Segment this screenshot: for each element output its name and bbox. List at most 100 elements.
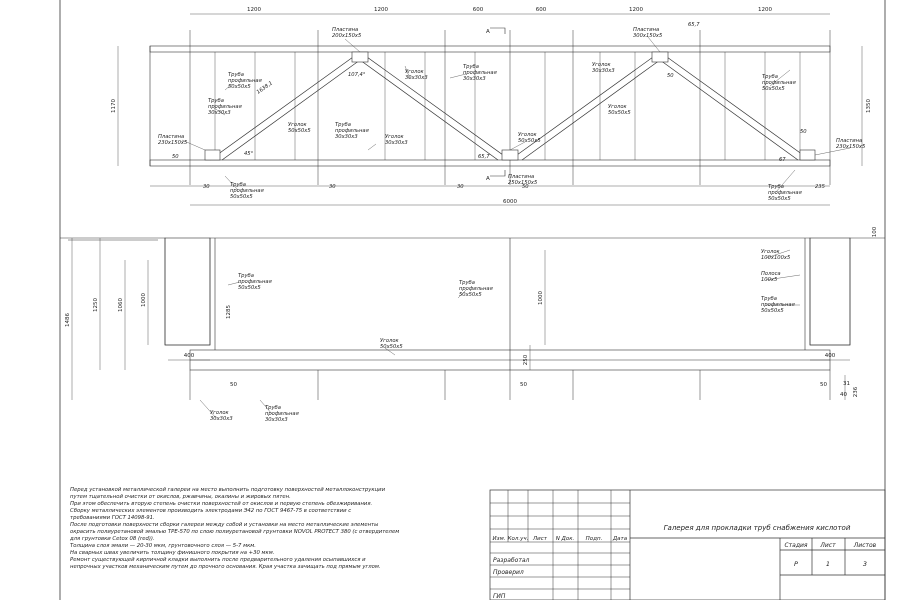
elev-text-400-right: 400 — [825, 353, 836, 359]
tb-stage-header: Стадия — [784, 542, 807, 549]
overall-dim: 6000 — [503, 199, 517, 205]
leader-line — [199, 399, 217, 419]
note-line: На сварных швах увеличить толщину финишн… — [70, 550, 275, 556]
callout-dim-30-a: 30 — [203, 184, 210, 190]
tb-role-razrabotal: Разработал — [493, 557, 530, 564]
tb-header-kolvo: Кол.уч. — [508, 536, 529, 542]
elev-text-1000: 1000 — [141, 293, 147, 307]
note-line: путем тщательной очистки от окислов, ржа… — [70, 494, 291, 500]
top-dim-4: 600 — [536, 7, 547, 13]
tb-sheets-header: Листов — [853, 542, 877, 549]
elev-text-1060: 1060 — [118, 298, 124, 312]
plan-view — [117, 13, 863, 206]
note-line: Толщина слоя эмали — 20-30 мкм, грунтово… — [70, 543, 256, 549]
leader-line — [259, 399, 273, 415]
tb-header-izm: Изм. — [493, 536, 506, 542]
plate-left — [204, 149, 221, 161]
tb-sheet-value: 1 — [826, 560, 830, 568]
elev-text-50c: 50 — [820, 382, 827, 388]
note-line: Перед установкой металлической галереи н… — [70, 487, 386, 493]
leader-line — [769, 69, 791, 87]
tb-sheets-value: 3 — [863, 560, 867, 568]
callout-dim-50-plate: 50 — [667, 73, 674, 79]
top-dim-2: 1200 — [374, 7, 388, 13]
leader-line — [449, 73, 467, 79]
leader-line — [765, 274, 801, 281]
leader-line — [457, 289, 467, 299]
tb-role-gip: ГИП — [493, 593, 506, 600]
top-dim-1: 1200 — [247, 7, 261, 13]
tb-role-proveril: Проверил — [493, 569, 524, 576]
elev-text-250: 250 — [523, 354, 529, 365]
section-arrow-bottom — [490, 170, 506, 177]
callout-angle-65r: 65,7 — [688, 22, 700, 28]
tb-header-podp: Подп. — [586, 536, 603, 542]
elev-text-236: 236 — [853, 386, 859, 397]
note-line: для грунтовки Cetox 08 (red)). — [70, 536, 155, 542]
callout-angle-45: 45° — [244, 151, 254, 157]
section-arrow-top — [490, 27, 506, 34]
height-right-dim: 1350 — [866, 99, 872, 113]
elev-text-400-left: 400 — [184, 353, 195, 359]
elev-text-100: 100 — [872, 226, 878, 237]
plate-top-left — [351, 51, 369, 63]
top-dim-3: 600 — [473, 7, 484, 13]
left-pit — [164, 237, 211, 346]
leader-line — [765, 249, 791, 259]
elevation-view — [60, 237, 885, 400]
section-mark-top: А — [486, 29, 490, 35]
right-pit — [809, 237, 851, 346]
note-line: После подготовки поверхности сборки гале… — [70, 522, 379, 528]
tb-sheet-header: Лист — [819, 542, 836, 549]
callout-dim-50-center: 50 — [522, 184, 529, 190]
plan-top-rail — [149, 45, 831, 53]
top-dim-5: 1200 — [629, 7, 643, 13]
leader-line — [814, 147, 851, 156]
general-notes: Перед установкой металлической галереи н… — [70, 487, 445, 571]
leader-line — [367, 143, 377, 151]
plan-bottom-rail — [149, 159, 831, 167]
elev-text-50a: 50 — [230, 382, 237, 388]
plan-top-dimensions: 1200 1200 600 600 1200 1200 — [247, 7, 772, 13]
elev-text-1250: 1250 — [93, 298, 99, 312]
leader-line — [224, 175, 239, 191]
callout-dim-30-b: 30 — [329, 184, 336, 190]
tb-header-data: Дата — [612, 536, 628, 542]
plate-right — [799, 149, 816, 161]
note-line: Сборку металлических элементов производи… — [70, 508, 352, 514]
leader-line — [509, 141, 526, 151]
title-block-frame — [489, 489, 886, 600]
tb-stage-value: Р — [794, 560, 798, 568]
callout-dim-50-left: 50 — [172, 154, 179, 160]
callout-dim-50-right: 50 — [800, 129, 807, 135]
elev-text-31: 31 — [843, 381, 850, 387]
truss-diagonal-c — [521, 59, 799, 161]
elev-text-1000-mid: 1000 — [538, 291, 544, 305]
height-left-dim: 1170 — [111, 99, 117, 113]
top-dim-6: 1200 — [758, 7, 772, 13]
